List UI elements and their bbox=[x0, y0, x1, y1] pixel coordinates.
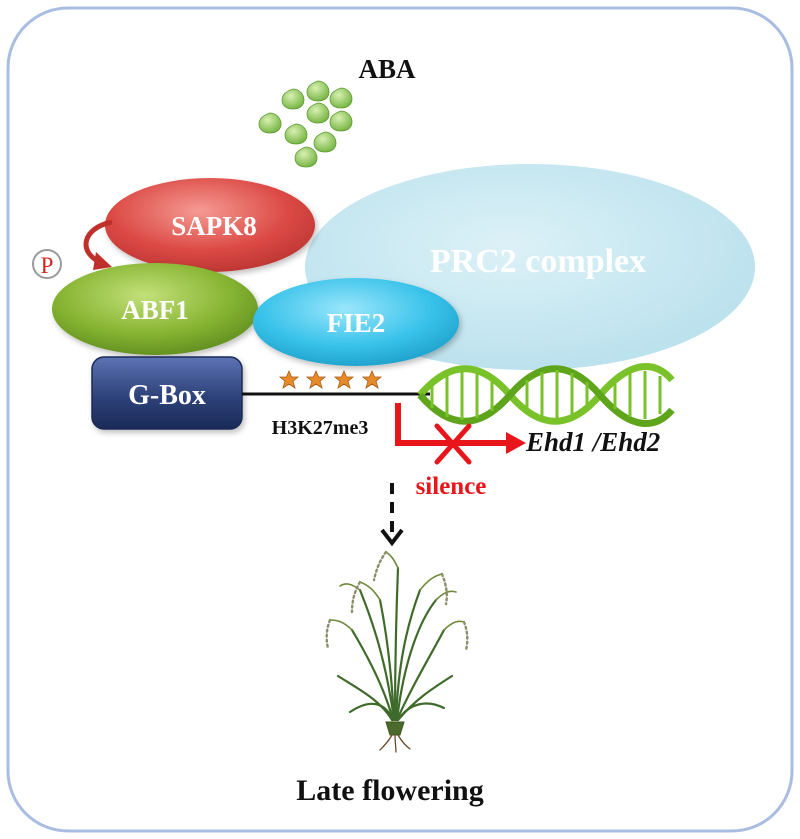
dna-helix-icon bbox=[417, 363, 675, 427]
rice-plant-icon bbox=[325, 550, 469, 753]
g-box-label: G-Box bbox=[128, 380, 206, 411]
sapk8-shape bbox=[105, 178, 315, 272]
transcription-arrowhead bbox=[506, 432, 526, 454]
aba-label: ABA bbox=[358, 54, 416, 84]
silence-label: silence bbox=[416, 473, 487, 500]
transcription-arrow bbox=[395, 403, 510, 446]
phosphate-circle bbox=[32, 249, 62, 279]
prc2-complex-label: PRC2 complex bbox=[430, 243, 646, 280]
fie2-label: FIE2 bbox=[327, 308, 386, 338]
sapk8-label: SAPK8 bbox=[171, 211, 257, 241]
abf1-label: ABF1 bbox=[121, 295, 189, 325]
phosphate-label: P bbox=[41, 253, 54, 278]
fie2-shape bbox=[253, 278, 459, 366]
abf1-shape bbox=[52, 263, 258, 355]
phosphorylation-arrow bbox=[83, 219, 113, 265]
ehd-gene-label: Ehd1 /Ehd2 bbox=[525, 427, 660, 457]
phosphorylation-arrowhead bbox=[93, 252, 112, 270]
late-flowering-label: Late flowering bbox=[296, 774, 483, 807]
h3k27me3-label: H3K27me3 bbox=[272, 417, 369, 439]
dashed-arrowhead bbox=[380, 528, 404, 547]
block-x-icon bbox=[434, 423, 472, 465]
